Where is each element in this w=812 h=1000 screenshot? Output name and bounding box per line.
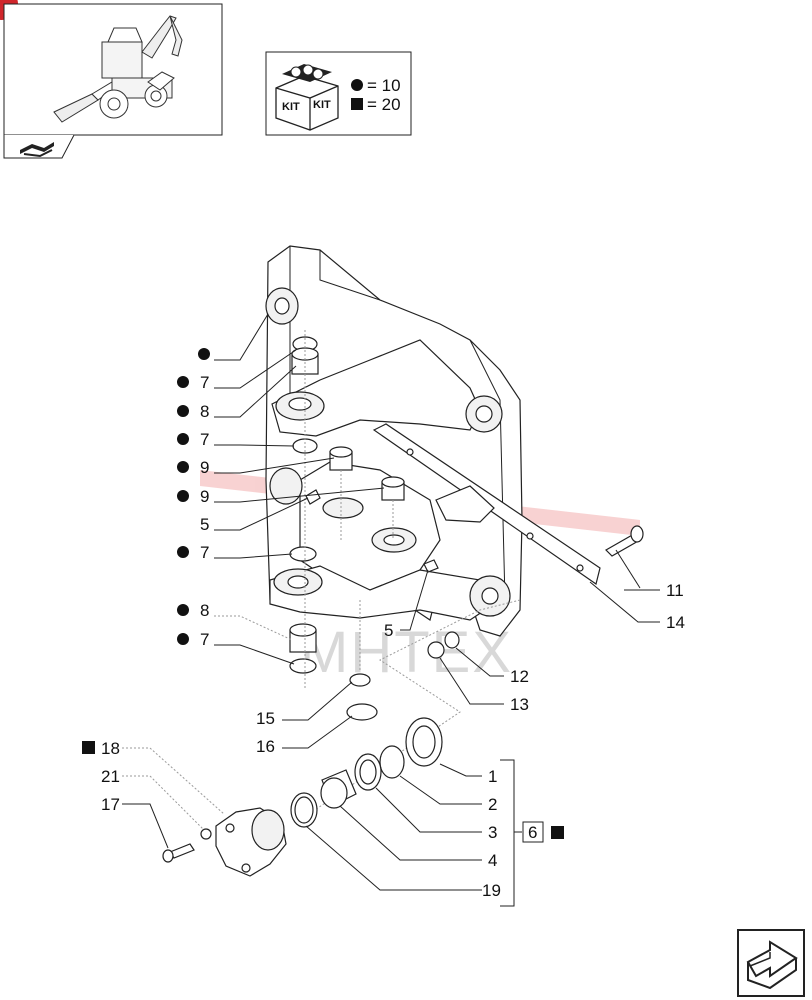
callout-label: 17 (101, 795, 120, 814)
callout-label: 16 (256, 737, 275, 756)
thumbnail-panel[interactable] (0, 0, 223, 159)
next-page-arrow-icon[interactable] (737, 929, 805, 997)
callout-label: 9 (200, 487, 209, 506)
callout-label: 14 (666, 613, 685, 632)
callout-label: 8 (200, 402, 209, 421)
kit-box-icon: KIT KIT (275, 64, 339, 131)
callout-label: 13 (510, 695, 529, 714)
callout-label: 12 (510, 667, 529, 686)
swivel-cylinder-assembly (162, 717, 443, 877)
kit-label-1: KIT (282, 101, 300, 113)
bracket-callouts: 1 2 3 4 19 6 (482, 767, 564, 900)
callout-label: 5 (200, 515, 209, 534)
callout-label: 9 (200, 458, 209, 477)
callout-label: 8 (200, 601, 209, 620)
callout-label: 7 (200, 373, 209, 392)
callout-label: 7 (200, 543, 209, 562)
kit-label-2: KIT (313, 99, 331, 111)
circle-marker-icon (351, 79, 363, 91)
leader-lines (122, 313, 660, 907)
callout-label: 21 (101, 767, 120, 786)
callout-label: 4 (488, 851, 497, 870)
kit-legend: KIT KIT = 10 = 20 (265, 51, 412, 136)
callout-circle (198, 348, 210, 360)
callout-label: 1 (488, 767, 497, 786)
callout-square (82, 741, 95, 754)
callout-label: 19 (482, 881, 501, 900)
lower-left-callouts: 18 21 17 (82, 739, 120, 814)
callout-square (551, 826, 564, 839)
book-arrow-icon (20, 142, 54, 158)
callout-label: 3 (488, 823, 497, 842)
support-frame (265, 245, 644, 821)
callout-label: 5 (384, 621, 393, 640)
watermark-text: MHTEX (300, 620, 513, 685)
kit-circle-entry: = 10 (367, 76, 401, 95)
callout-label: 7 (200, 430, 209, 449)
left-callouts: 7 8 7 9 9 5 7 8 7 (177, 348, 210, 649)
mid-callouts: 5 15 16 (256, 621, 393, 756)
kit-square-entry: = 20 (367, 95, 401, 114)
square-marker-icon (351, 98, 363, 110)
callout-label: 2 (488, 795, 497, 814)
bracket-ref-box (522, 821, 544, 843)
callout-label: 15 (256, 709, 275, 728)
callout-label: 11 (666, 581, 684, 600)
right-callouts: 11 14 12 13 (510, 581, 685, 714)
bracket-ref-label: 6 (528, 823, 537, 842)
backhoe-loader-icon (53, 15, 183, 123)
callout-label: 18 (101, 739, 120, 758)
callout-label: 7 (200, 630, 209, 649)
